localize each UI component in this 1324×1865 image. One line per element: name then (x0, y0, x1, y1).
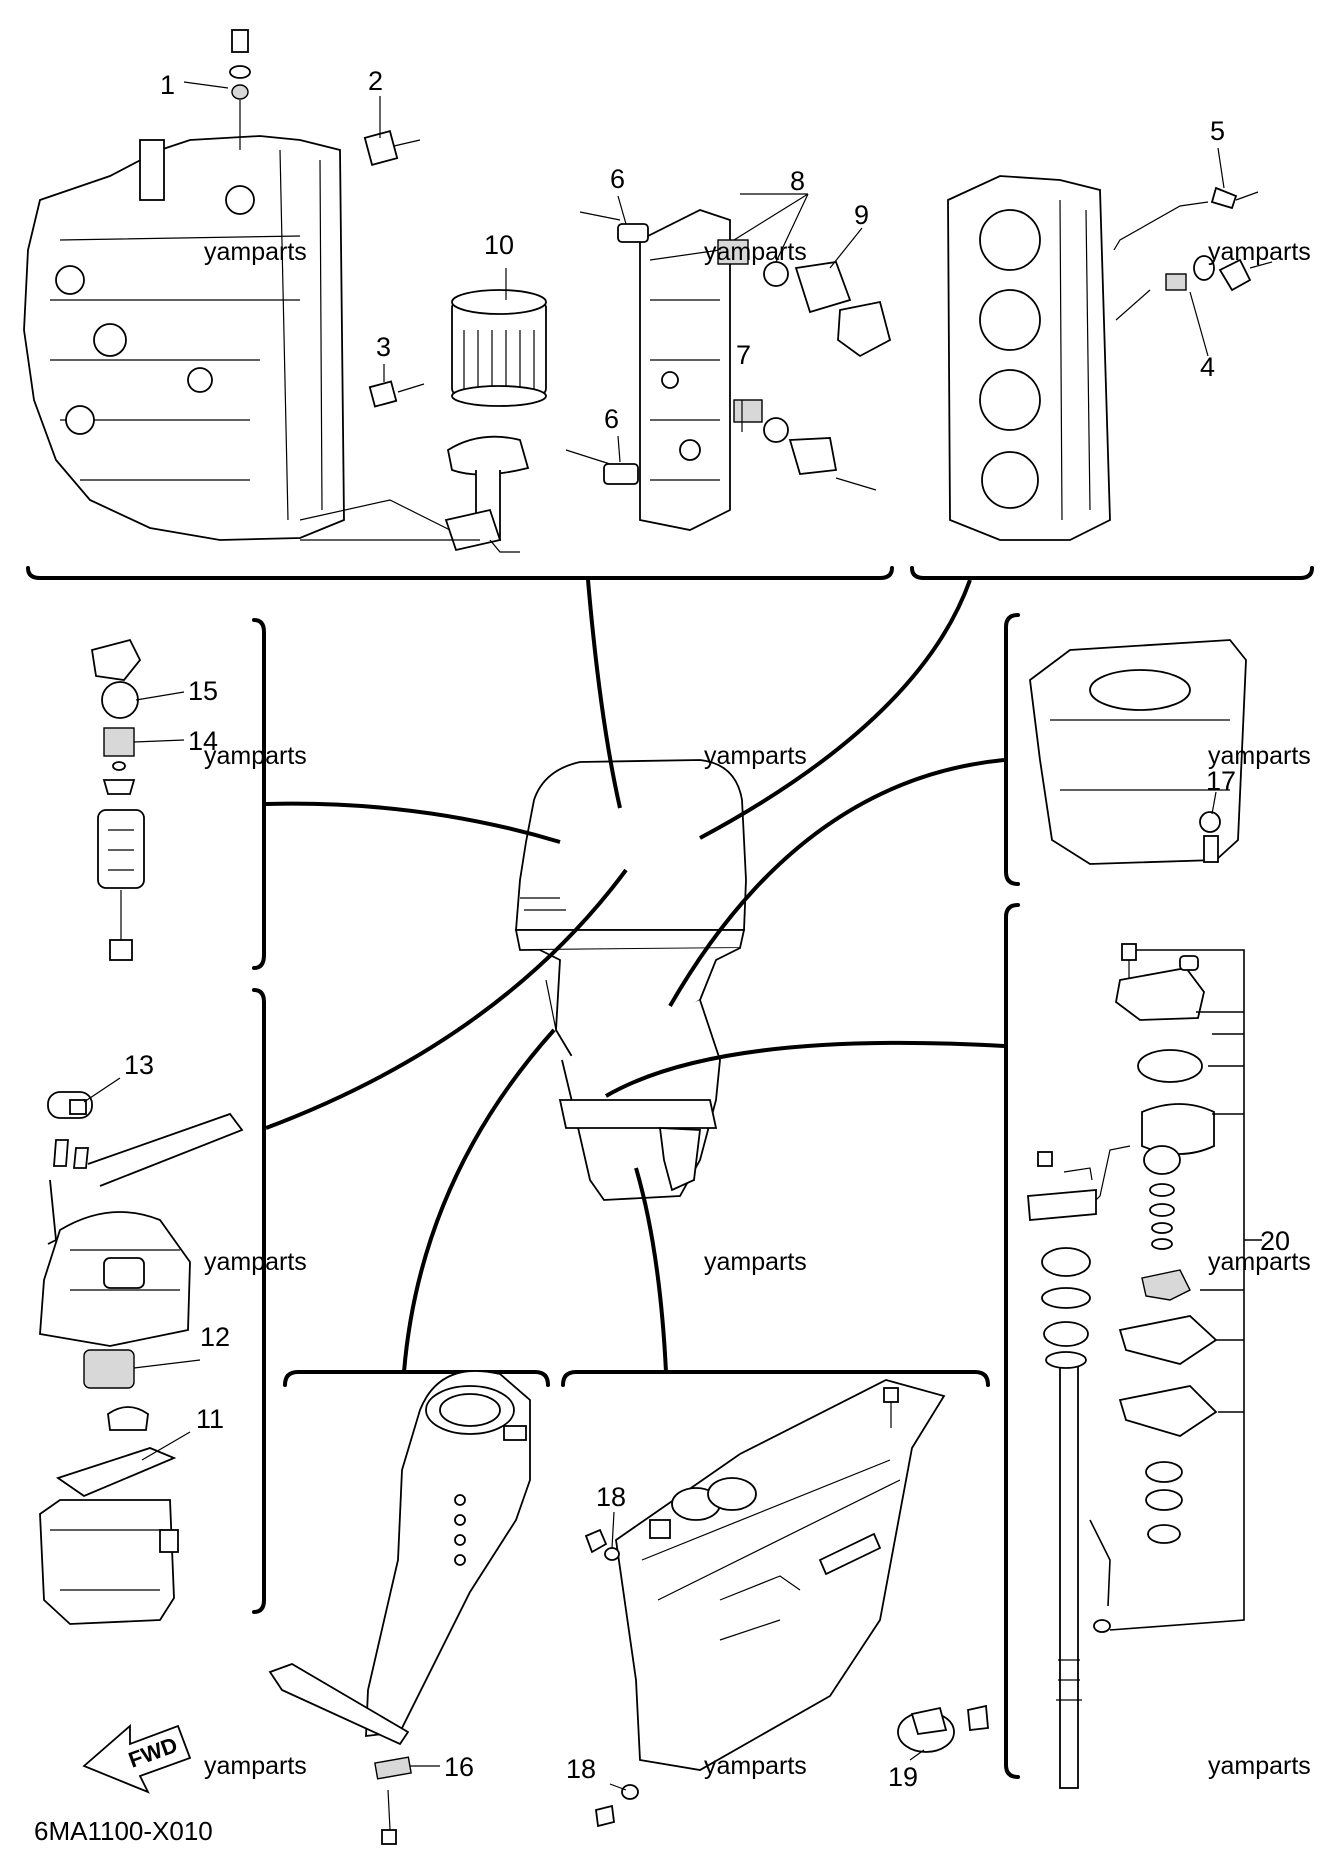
callout-1: 1 (160, 70, 175, 100)
cylinder-head-assembly (947, 175, 1273, 541)
vapor-separator-assembly (39, 1091, 244, 1625)
callout-11: 11 (196, 1404, 224, 1434)
watermark: yamparts (704, 1752, 807, 1780)
watermark: yamparts (1208, 1248, 1311, 1276)
bracket-right-1 (1004, 613, 1020, 886)
callout-10: 10 (484, 230, 514, 260)
fwd-arrow-icon: FWD (82, 1724, 192, 1794)
callout-6-top: 6 (610, 164, 625, 194)
callout-12: 12 (200, 1322, 230, 1352)
bracket-left-1 (252, 618, 266, 970)
callout-14: 14 (188, 726, 218, 756)
bracket-mid-2 (561, 1370, 990, 1387)
callout-16: 16 (444, 1752, 474, 1782)
callout-5: 5 (1210, 116, 1225, 146)
callout-2: 2 (368, 66, 383, 96)
callout-6-bottom: 6 (604, 404, 619, 434)
outboard-motor-silhouette (514, 759, 747, 1201)
callout-13: 13 (124, 1050, 154, 1080)
fuel-filter-assembly (90, 638, 145, 961)
bracket-mid-1 (283, 1370, 550, 1387)
cylinder-side-assembly (565, 209, 892, 531)
watermark: yamparts (204, 742, 307, 770)
callout-18-bottom: 18 (566, 1754, 596, 1784)
bracket-top-left (26, 566, 894, 580)
callout-9: 9 (854, 200, 869, 230)
callout-8: 8 (790, 166, 805, 196)
callout-17: 17 (1206, 766, 1236, 796)
callout-20: 20 (1260, 1226, 1290, 1256)
callout-labels: 1 2 3 4 5 6 6 7 8 9 10 11 12 13 14 15 16… (124, 66, 1290, 1792)
callout-7: 7 (736, 340, 751, 370)
watermark: yamparts (704, 1248, 807, 1276)
bracket-left-2 (252, 988, 266, 1614)
lower-unit-assembly (584, 1379, 989, 1828)
powerhead-assembly (23, 29, 547, 553)
callout-4: 4 (1200, 352, 1215, 382)
leader-lines (265, 579, 1005, 1373)
bracket-top-right (910, 566, 1314, 580)
watermark: yamparts (204, 1752, 307, 1780)
watermark: yamparts (704, 742, 807, 770)
watermark: yamparts (1208, 1752, 1311, 1780)
exhaust-guide-assembly (1029, 639, 1247, 865)
callout-18-top: 18 (596, 1482, 626, 1512)
bracket-right-2 (1004, 903, 1020, 1779)
diagram-code: 6MA1100-X010 (34, 1816, 213, 1846)
water-pump-assembly (1027, 943, 1262, 1789)
upper-casing-assembly (268, 1370, 531, 1845)
watermark: yamparts (204, 1248, 307, 1276)
watermarks: yamparts yamparts yamparts yamparts yamp… (204, 238, 1311, 1780)
watermark: yamparts (704, 238, 807, 266)
callout-15: 15 (188, 676, 218, 706)
watermark: yamparts (1208, 238, 1311, 266)
callout-leaders (83, 81, 1225, 1791)
watermark: yamparts (204, 238, 307, 266)
callout-19: 19 (888, 1762, 918, 1792)
callout-3: 3 (376, 332, 391, 362)
section-brackets (26, 566, 1314, 1779)
watermark: yamparts (1208, 742, 1311, 770)
